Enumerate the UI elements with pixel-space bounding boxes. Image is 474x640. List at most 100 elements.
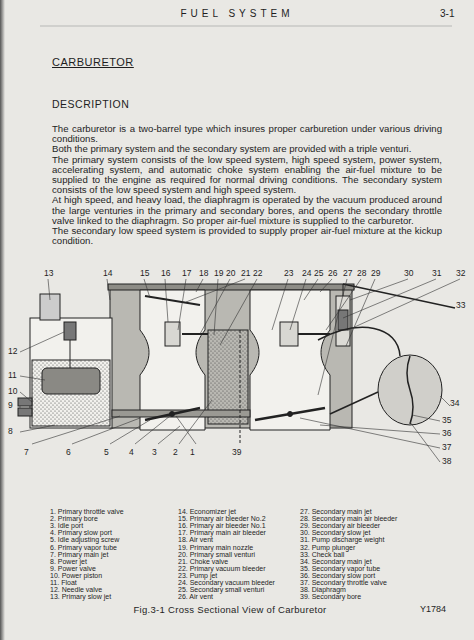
callout-number: 35 [442, 415, 451, 425]
callout-number: 1 [190, 447, 195, 457]
drawing-ellipse [378, 355, 442, 425]
callout-number: 38 [442, 456, 451, 466]
paragraph: The carburetor is a two-barrel type whic… [52, 124, 442, 144]
callout-number: 25 [314, 268, 323, 278]
parts-list-item: 12. Needle valve [50, 586, 102, 593]
drawing-line [144, 279, 150, 298]
drawing-rect [165, 322, 180, 346]
description-text: The carburetor is a two-barrel type whic… [52, 124, 442, 246]
callout-number: 5 [104, 447, 109, 457]
drawing-line [107, 279, 110, 300]
drawing-path [140, 290, 205, 430]
callout-number: 31 [432, 268, 441, 278]
parts-list-item: 10. Power piston [50, 572, 102, 579]
callout-number: 32 [456, 268, 465, 278]
callout-number: 13 [44, 268, 53, 278]
drawing-rect [64, 322, 76, 340]
callout-number: 16 [161, 268, 170, 278]
callout-number: 6 [66, 447, 71, 457]
parts-list-item: 35. Secondary vapor tube [300, 565, 380, 572]
callout-number: 34 [450, 398, 459, 408]
parts-list-item: 5. Idle adjusting screw [50, 536, 119, 543]
drawing-circle [288, 412, 293, 417]
parts-list-item: 29. Secondary air bleeder [300, 522, 380, 529]
drawing-rect [32, 360, 110, 426]
drawing-line [300, 418, 440, 448]
callout-number: 29 [371, 268, 380, 278]
drawing-line [350, 279, 408, 300]
parts-list-item: 9. Power valve [50, 565, 96, 572]
drawing-line [182, 333, 208, 335]
chapter-header: FUEL SYSTEM [180, 8, 293, 19]
parts-list-item: 18. Air vent [178, 536, 213, 543]
parts-list-item: 23. Pump jet [178, 572, 217, 579]
callout-number: 24 [302, 268, 311, 278]
drawing-line [290, 279, 306, 330]
drawing-line [48, 279, 50, 300]
drawing-line [179, 400, 212, 444]
parts-list-item: 20. Primary small venturi [178, 551, 255, 558]
callout-number: 23 [284, 268, 293, 278]
drawing-line [145, 408, 200, 420]
paragraph: The primary system consists of the low s… [52, 155, 442, 196]
parts-list-item: 15. Primary air bleeder No.2 [178, 515, 266, 522]
drawing-line [20, 392, 32, 402]
section-heading: CARBURETOR [52, 56, 134, 68]
drawing-line [272, 279, 288, 330]
drawing-line [158, 426, 180, 444]
drawing-line [176, 416, 196, 444]
drawing-line [165, 279, 168, 322]
parts-list-item: 32. Pump plunger [300, 544, 355, 551]
figure-code: Y1784 [420, 604, 446, 614]
drawing-line [304, 279, 318, 300]
drawing-line [196, 279, 203, 292]
parts-list-item: 22. Primary vacuum bleeder [178, 565, 266, 572]
parts-list-item: 1. Primary throttle valve [50, 508, 124, 515]
callout-number: 8 [8, 426, 13, 436]
parts-list-item: 25. Secondary small venturi [178, 586, 264, 593]
drawing-line [20, 332, 64, 352]
drawing-line [110, 420, 150, 444]
drawing-line [343, 279, 436, 318]
drawing-line [240, 330, 241, 444]
figure-caption: Fig.3-1 Cross Sectional View of Carburet… [133, 604, 326, 615]
subheading: DESCRIPTION [52, 98, 129, 110]
parts-list-item: 4. Primary slow port [50, 529, 112, 536]
callout-number: 18 [199, 268, 208, 278]
parts-list-item: 33. Check ball [300, 551, 344, 558]
callout-number: 7 [24, 447, 29, 457]
parts-list-item: 24. Secondary vacuum bleeder [178, 579, 275, 586]
callout-number: 15 [140, 268, 149, 278]
callout-number: 36 [442, 428, 451, 438]
callout-number: 11 [8, 370, 17, 380]
drawing-line [255, 408, 325, 420]
drawing-rect [42, 368, 100, 394]
drawing-path [407, 356, 413, 424]
parts-list-item: 2. Primary bore [50, 515, 98, 522]
drawing-line [343, 284, 455, 308]
drawing-g [18, 284, 455, 444]
drawing-path [250, 290, 330, 430]
drawing-g [20, 279, 460, 462]
parts-list-item: 7. Primary main jet [50, 551, 108, 558]
callout-number: 28 [357, 268, 366, 278]
callout-number: 4 [129, 447, 134, 457]
parts-list-item: 37. Secondary throttle valve [300, 579, 387, 586]
parts-list-item: 36. Secondary slow port [300, 572, 375, 579]
callout-number: 10 [8, 386, 17, 396]
drawing-line [346, 279, 375, 346]
page-number: 3-1 [440, 8, 454, 19]
drawing-rect [30, 318, 112, 428]
callout-number: 22 [253, 268, 262, 278]
callout-number: 3 [152, 447, 157, 457]
drawing-line [20, 425, 55, 432]
parts-list-item: 19. Primary main nozzle [178, 544, 253, 551]
parts-list-item: 34. Secondary main jet [300, 558, 372, 565]
drawing-rect [280, 322, 298, 346]
drawing-line [72, 418, 140, 444]
callout-number: 2 [173, 447, 178, 457]
callout-number: 20 [226, 268, 235, 278]
parts-list-item: 16. Primary air bleeder No.1 [178, 522, 266, 529]
drawing-line [320, 279, 332, 292]
callout-number: 14 [103, 268, 112, 278]
